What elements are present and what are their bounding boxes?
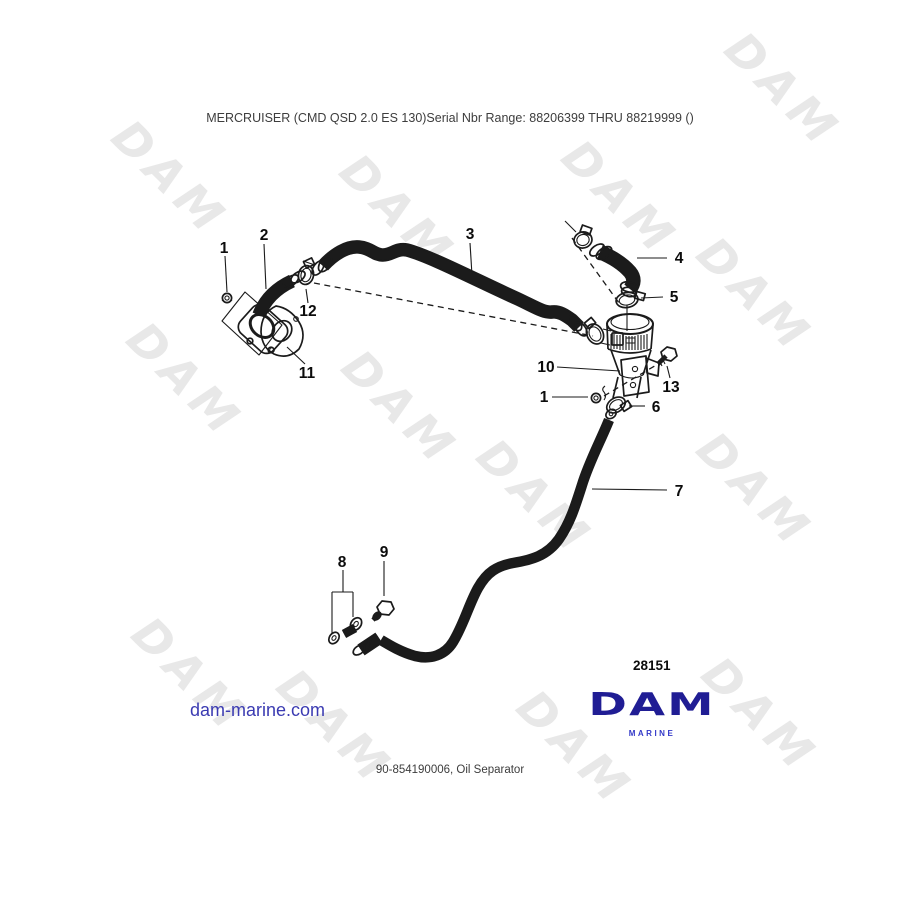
- callout-9: 9: [380, 544, 389, 561]
- inlet-clamp: [583, 316, 612, 346]
- callout-6: 6: [652, 399, 661, 416]
- callout-11: 11: [299, 365, 316, 382]
- dam-logo-wordmark: DAM: [588, 687, 716, 724]
- callout-8: 8: [338, 554, 347, 571]
- dam-logo-marine-label: MARINE: [628, 729, 676, 738]
- oil-separator-canister: [605, 313, 660, 420]
- assembly-dashed-lines: [313, 237, 659, 397]
- callout-13: 13: [662, 379, 680, 396]
- footer-caption: 90-854190006, Oil Separator: [375, 764, 525, 776]
- hose-clamp-5: [615, 290, 647, 331]
- nut-1a: [221, 292, 233, 304]
- fitting-screw-9: [371, 600, 395, 622]
- callout-4: 4: [675, 250, 684, 267]
- callout-3: 3: [466, 226, 475, 243]
- elbow-hose-4: [564, 220, 641, 298]
- website-link[interactable]: dam-marine.com: [190, 700, 326, 720]
- model-serial-header: MERCRUISER (CMD QSD 2.0 ES 130)Serial Nb…: [206, 111, 694, 125]
- callout-1-second: 1: [540, 389, 549, 406]
- hose-clamp-6: [605, 396, 633, 414]
- callout-10: 10: [537, 359, 554, 376]
- callout-12: 12: [299, 303, 316, 320]
- gasket: [260, 305, 304, 357]
- callout-2: 2: [260, 227, 269, 244]
- nut-1b: [590, 385, 607, 404]
- callout-1: 1: [220, 240, 229, 257]
- dam-logo: DAM MARINE: [588, 690, 714, 742]
- callout-5: 5: [670, 289, 679, 306]
- hose-3: [311, 240, 588, 337]
- sealing-washers: [327, 616, 363, 645]
- screw-13: [656, 346, 678, 367]
- callout-leader-lines: [224, 242, 671, 633]
- drain-hose-7: [352, 418, 614, 663]
- hose-clamp-12: [297, 257, 316, 286]
- callout-7: 7: [675, 483, 684, 500]
- elbow-pipe: [237, 270, 306, 355]
- mounting-plane: [221, 291, 283, 356]
- drawing-number: 28151: [633, 658, 671, 673]
